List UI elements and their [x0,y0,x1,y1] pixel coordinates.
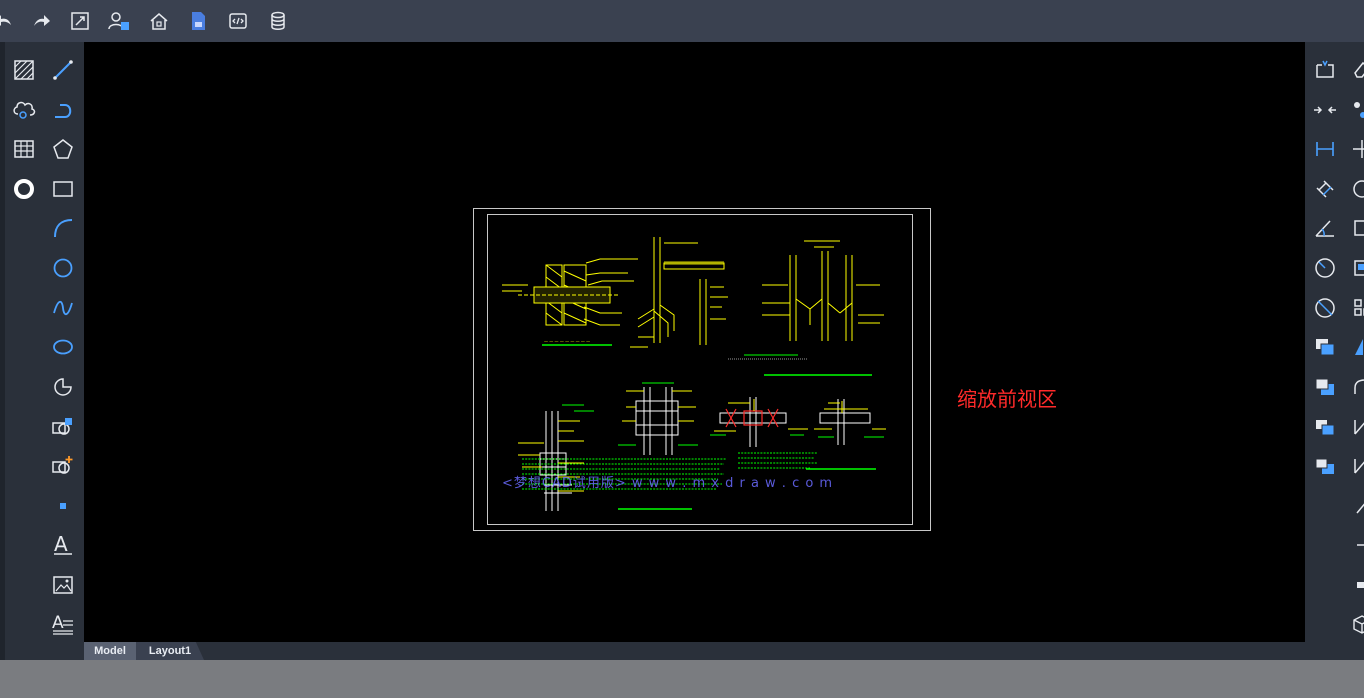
rotate-rectangle-icon[interactable] [1312,57,1338,83]
layout-tabs: Model Layout1 [84,642,1305,660]
line-icon[interactable] [50,57,76,83]
trial-watermark: <梦想CAD试用版> w w w . m x d r a w . c o m [502,476,834,491]
lengthen-icon[interactable] [1349,532,1364,558]
table-icon[interactable] [11,136,37,162]
send-below-icon[interactable] [1312,453,1338,479]
code-icon[interactable] [225,8,251,34]
zoom-view-label: 缩放前视区 [957,387,1057,411]
cad-drawing-content: — — — — — — — — — [502,237,886,511]
angular-dimension-icon[interactable] [1312,215,1338,241]
aligned-dimension-icon[interactable] [1312,176,1338,202]
copy-icon[interactable] [1349,215,1364,241]
database-icon[interactable] [265,8,291,34]
image-icon[interactable] [50,572,76,598]
diameter-dimension-icon[interactable] [1312,295,1338,321]
spline-icon[interactable] [50,295,76,321]
linear-dimension-icon[interactable] [1312,136,1338,162]
rectangle-icon[interactable] [50,176,76,202]
donut-icon[interactable] [11,176,37,202]
zoom-extents-icon[interactable] [67,8,93,34]
drawing-canvas[interactable]: — — — — — — — — — [84,42,1305,642]
user-settings-icon[interactable] [106,8,132,34]
drawing-frame: — — — — — — — — — [487,214,913,525]
arc-icon[interactable] [50,215,76,241]
status-bar [0,660,1364,698]
svg-text:A: A [52,613,64,633]
break-icon[interactable] [1349,493,1364,519]
top-toolbar [0,0,1364,42]
svg-text:A: A [54,533,68,556]
extend-icon[interactable] [1349,414,1364,440]
block-icon[interactable] [50,414,76,440]
right-toolbar [1305,42,1364,660]
revision-cloud-icon[interactable] [11,97,37,123]
polygon-icon[interactable] [50,136,76,162]
bring-to-front-icon[interactable] [1312,334,1338,360]
multiline-text-icon[interactable]: A [50,611,76,637]
drawing-sheet-border: — — — — — — — — — [473,208,931,531]
mirror-icon[interactable] [1349,334,1364,360]
3d-box-icon[interactable] [1349,611,1364,637]
scale-icon[interactable] [1349,255,1364,281]
left-toolbar: A A [0,42,84,660]
redo-icon[interactable] [28,8,54,34]
polyline-icon[interactable] [50,97,76,123]
erase-icon[interactable] [1349,57,1364,83]
ellipse-icon[interactable] [50,334,76,360]
radius-dimension-icon[interactable] [1312,255,1338,281]
array-icon[interactable] [1349,295,1364,321]
elliptical-arc-icon[interactable] [50,374,76,400]
trim-icon[interactable] [1349,453,1364,479]
explode-icon[interactable] [1349,572,1364,598]
text-icon[interactable]: A [50,532,76,558]
hatch-icon[interactable] [11,57,37,83]
rotate-icon[interactable] [1349,176,1364,202]
undo-icon[interactable] [0,8,18,34]
node-icon[interactable] [1349,97,1364,123]
circle-icon[interactable] [50,255,76,281]
svg-text:— — — — — — — — —: — — — — — — — — — [544,339,590,344]
point-icon[interactable] [50,493,76,519]
tab-model[interactable]: Model [84,642,136,660]
send-to-back-icon[interactable] [1312,374,1338,400]
toolbar-edge [0,42,5,660]
fillet-icon[interactable] [1349,374,1364,400]
save-file-icon[interactable] [185,8,211,34]
tab-layout1[interactable]: Layout1 [136,642,204,660]
join-icon[interactable] [1312,97,1338,123]
move-icon[interactable] [1349,136,1364,162]
bring-above-icon[interactable] [1312,414,1338,440]
home-icon[interactable] [146,8,172,34]
insert-block-icon[interactable] [50,453,76,479]
